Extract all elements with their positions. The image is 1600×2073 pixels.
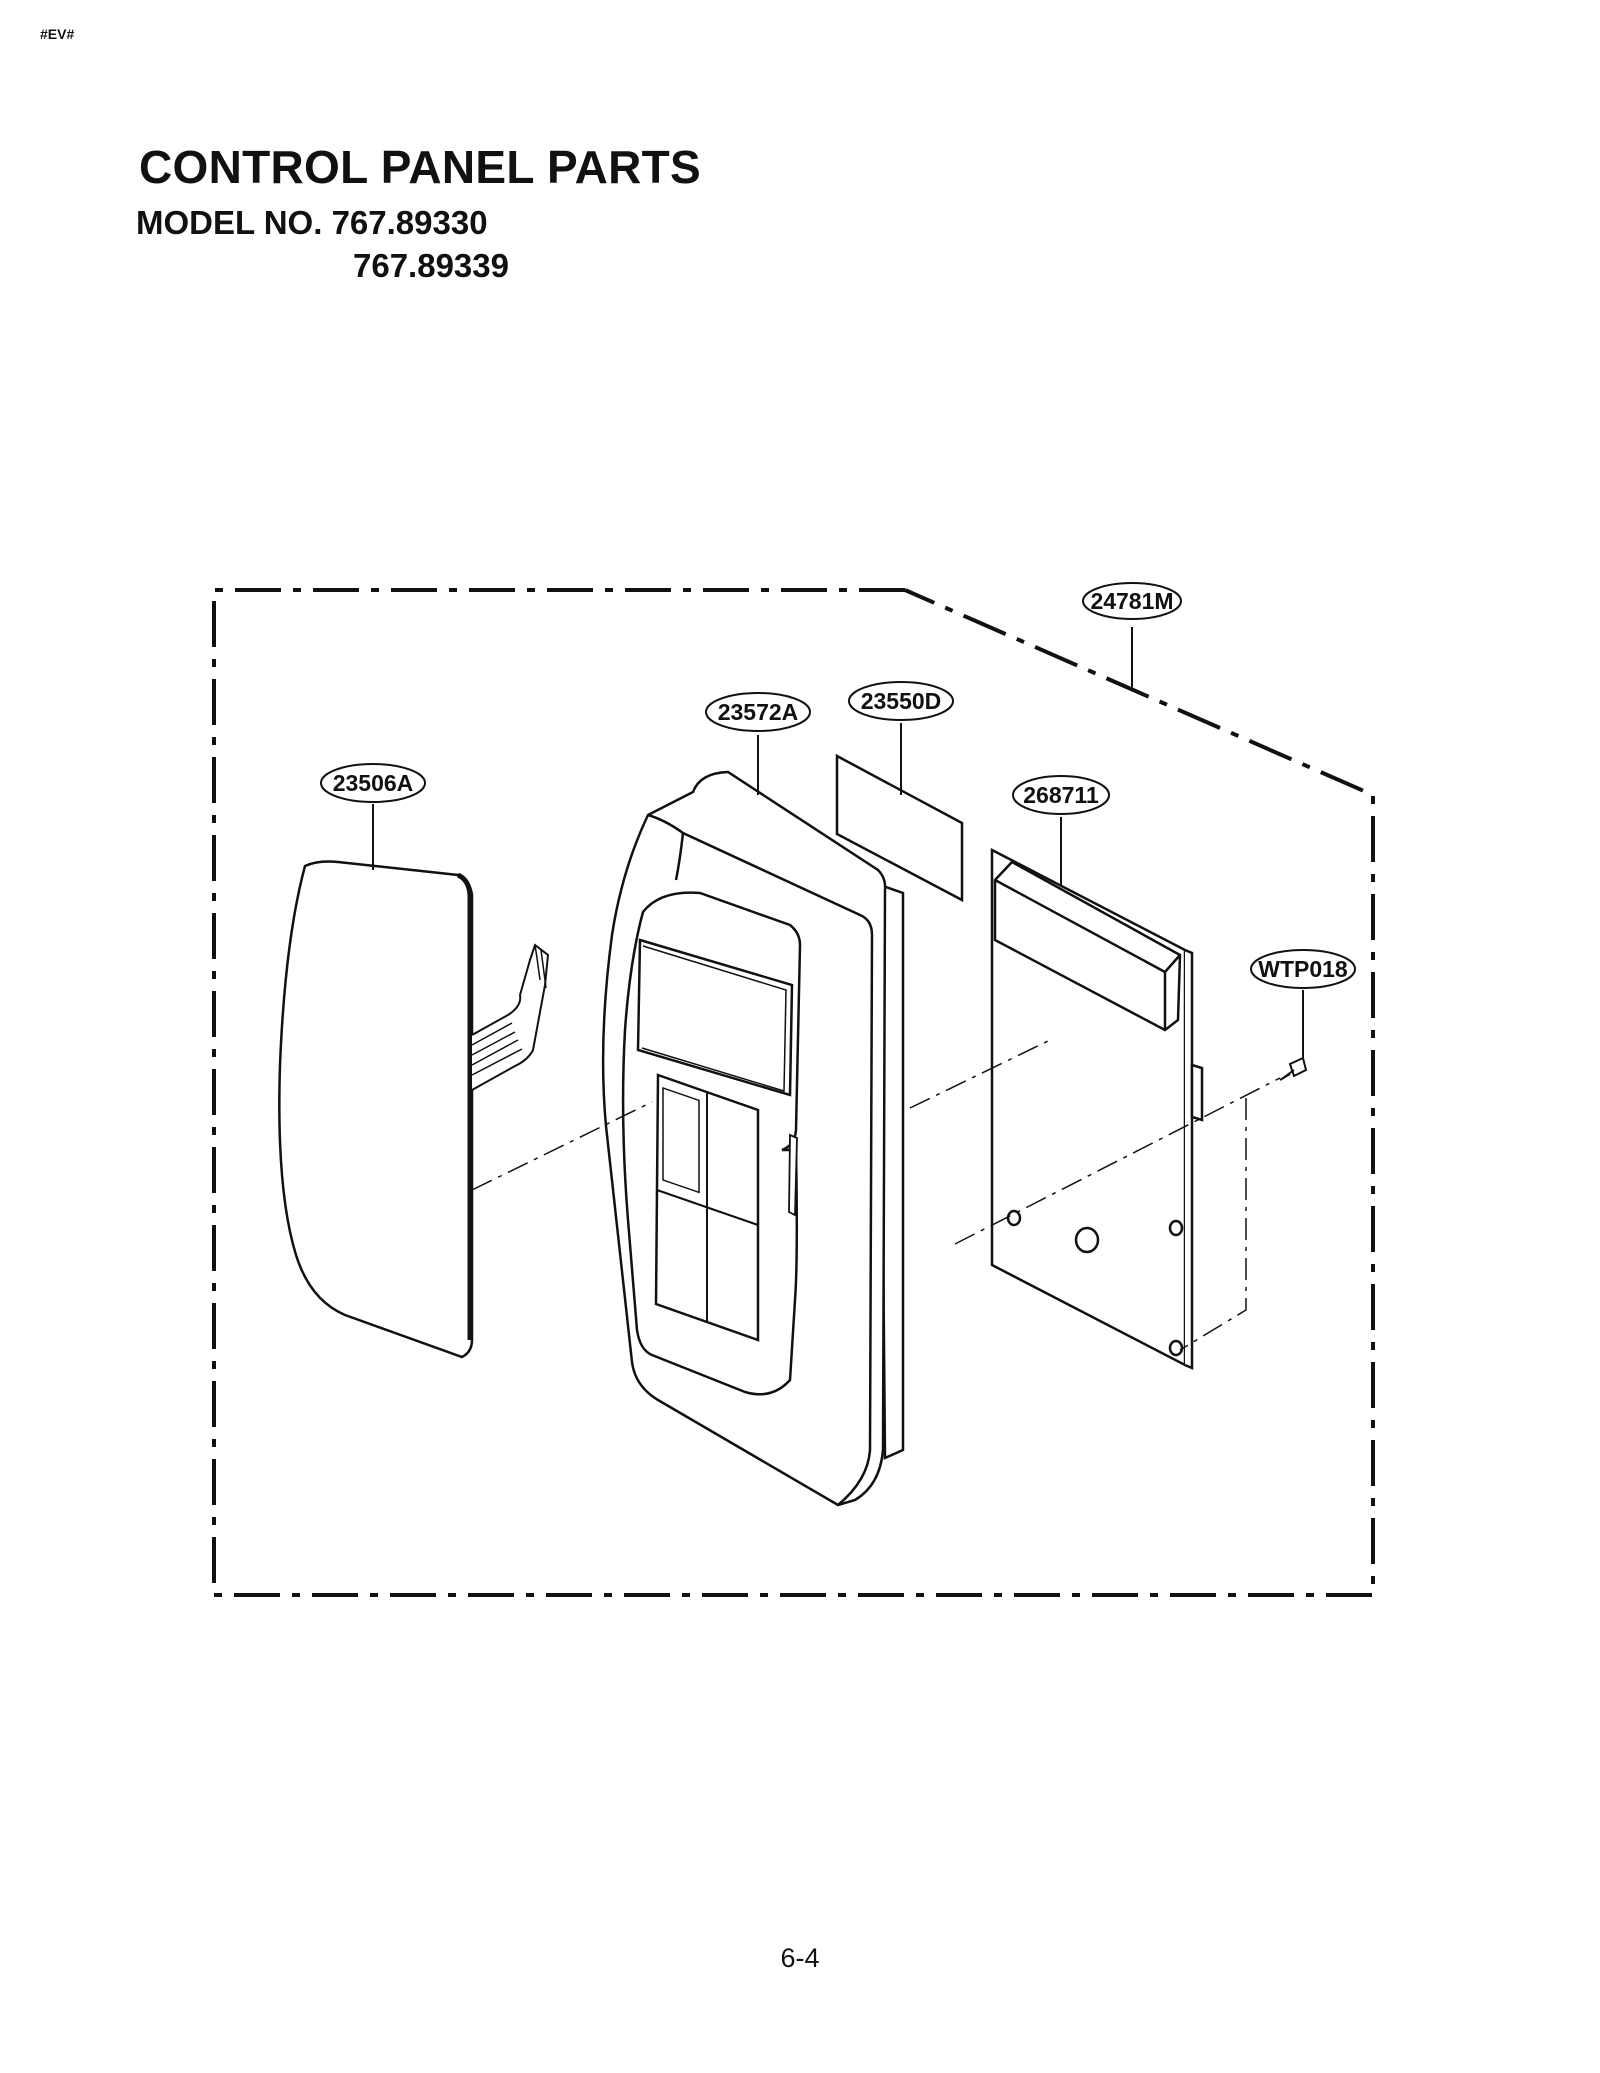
key-sheet-part xyxy=(278,860,550,1359)
screw-part xyxy=(1279,1056,1308,1081)
corner-tag: #EV# xyxy=(40,26,75,42)
pcb-part xyxy=(990,847,1204,1370)
part-label-24781M: 24781M xyxy=(1090,588,1173,614)
model-number-line-2: 767.89339 xyxy=(353,247,509,284)
part-label-23506A: 23506A xyxy=(333,770,414,796)
callout-leaders xyxy=(372,627,1304,1058)
assembly-boundary xyxy=(212,588,1375,1597)
control-panel-housing-part xyxy=(601,770,905,1507)
window-sheet-part xyxy=(835,753,964,903)
callout-23550D: 23550D xyxy=(848,681,954,721)
callout-WTP018: WTP018 xyxy=(1250,949,1356,989)
model-number-line-1: MODEL NO. 767.89330 xyxy=(136,204,488,241)
page-number: 6-4 xyxy=(780,1943,820,1973)
part-label-268711: 268711 xyxy=(1023,782,1099,808)
callout-23506A: 23506A xyxy=(320,763,426,803)
callout-268711: 268711 xyxy=(1012,775,1110,815)
part-label-23572A: 23572A xyxy=(718,699,799,725)
callout-24781M: 24781M xyxy=(1082,582,1182,620)
callout-23572A: 23572A xyxy=(705,692,811,732)
part-label-WTP018: WTP018 xyxy=(1258,956,1348,982)
part-label-23550D: 23550D xyxy=(861,688,942,714)
page-title: CONTROL PANEL PARTS xyxy=(139,141,701,193)
assembly-guide-lines xyxy=(471,1039,1281,1351)
